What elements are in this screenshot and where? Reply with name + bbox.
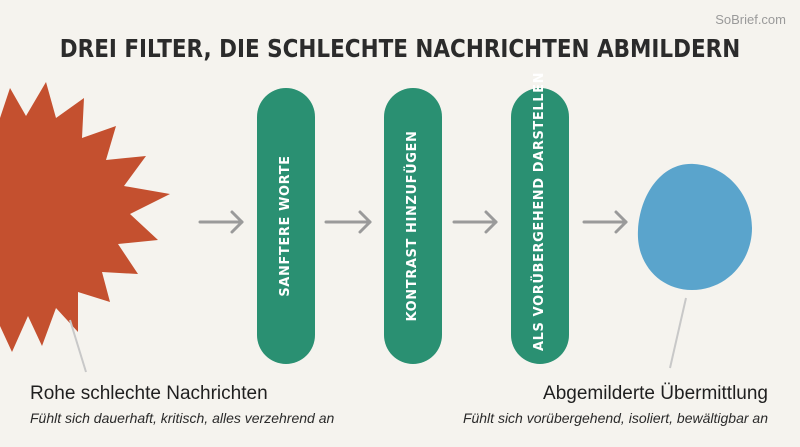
filter-label-1: SANFTERE WORTE: [278, 155, 293, 297]
filter-pill-1: [257, 88, 315, 364]
arrow-1: [198, 210, 244, 234]
filter-pill-2: [384, 88, 442, 364]
filter-pill-3: [511, 88, 569, 364]
filter-label-2: KONTRAST HINZUFÜGEN: [405, 130, 420, 322]
output-pointer-line: [669, 297, 687, 369]
output-label-title: Abgemilderte Übermittlung: [543, 383, 768, 404]
filter-label-3: ALS VORÜBERGEHEND DARSTELLEN: [532, 71, 547, 351]
arrow-4: [582, 210, 628, 234]
softened-delivery-circle: [637, 163, 752, 290]
input-label-title: Rohe schlechte Nachrichten: [30, 383, 268, 404]
watermark: SoBrief.com: [715, 12, 786, 27]
diagram-title: DREI FILTER, DIE SCHLECHTE NACHRICHTEN A…: [59, 34, 741, 63]
arrow-3: [452, 210, 498, 234]
input-pointer-line: [69, 319, 87, 373]
input-label-subtitle: Fühlt sich dauerhaft, kritisch, alles ve…: [30, 410, 335, 426]
raw-news-burst: [0, 82, 170, 352]
output-label-subtitle: Fühlt sich vorübergehend, isoliert, bewä…: [462, 410, 768, 426]
arrow-2: [324, 210, 372, 234]
